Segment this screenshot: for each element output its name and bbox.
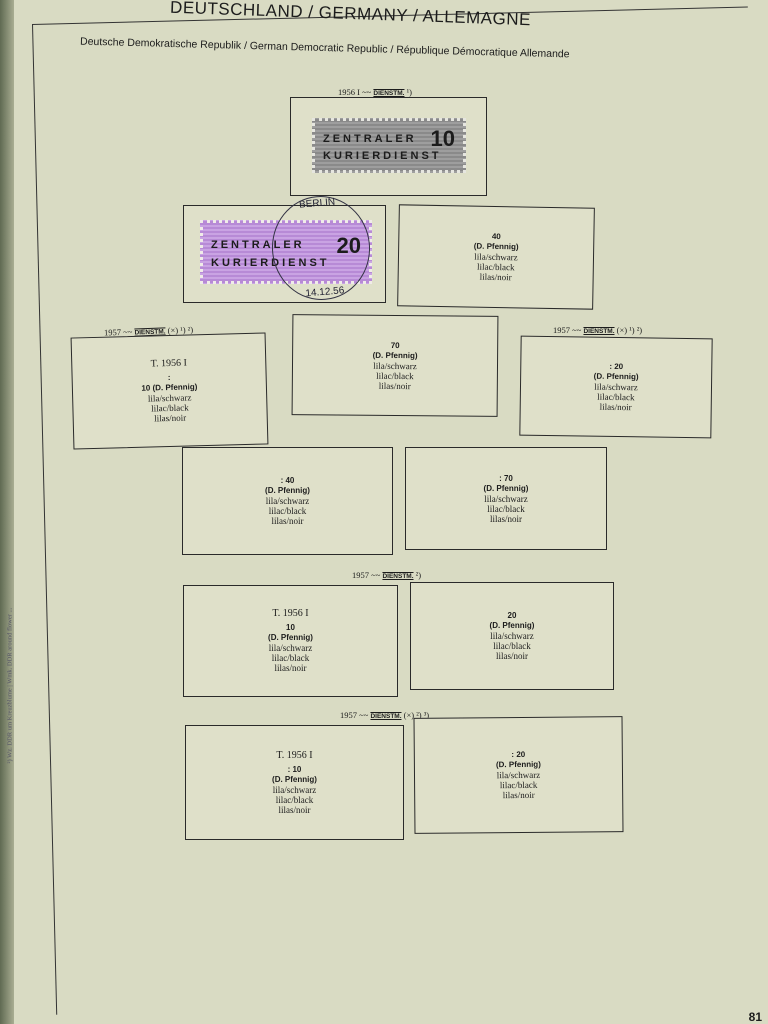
slot-line: 40 <box>491 231 501 242</box>
slot-line: (D. Pfennig) <box>489 621 535 630</box>
section-label: 1957 ~~ DIENSTM. (×) ²) ³) <box>340 710 429 720</box>
label-year: 1957 ~~ <box>340 710 371 720</box>
slot-line: lilas/noir <box>479 271 512 283</box>
slot-line: lilac/black <box>376 370 414 381</box>
postmark-city: BERLIN <box>298 196 336 211</box>
slot-line: lila/schwarz <box>268 643 313 653</box>
slot-line: (D. Pfennig) <box>268 633 313 642</box>
slot-line: lilac/black <box>476 261 515 273</box>
slot-type: T. 1956 I <box>276 749 313 761</box>
slot-line: : 10 <box>287 764 302 774</box>
slot-line: : 70 <box>499 473 513 483</box>
slot-line: lilas/noir <box>271 516 304 526</box>
stamp-value: 20 <box>336 232 361 258</box>
slot-line: lilas/noir <box>378 380 411 391</box>
slot-line: lila/schwarz <box>272 784 317 795</box>
label-overprint: DIENSTM. <box>370 713 402 720</box>
slot-line: (D. Pfennig) <box>495 759 541 770</box>
slot-line: lilas/noir <box>502 789 535 801</box>
slot-line: lilac/black <box>487 503 525 514</box>
stamp-20-lilac: ZENTRALER 20 KURIERDIENST <box>200 220 372 284</box>
stamp-text: ZENTRALER <box>323 132 417 145</box>
stamp-10-gray: ZENTRALER 10 KURIERDIENST <box>312 118 466 173</box>
stamp-text: KURIERDIENST <box>323 150 442 162</box>
slot-line: lilac/black <box>271 653 310 663</box>
slot-line: lila/schwarz <box>496 769 541 781</box>
slot-line: : 40 <box>280 476 295 485</box>
slot-line: lilas/noir <box>154 412 187 424</box>
stamp-row: ZENTRALER 20 <box>211 232 361 258</box>
label-notes: (×) ²) ³) <box>401 710 430 720</box>
slot-line: lilas/noir <box>490 513 522 524</box>
slot-line: lilac/black <box>597 391 635 403</box>
slot-line: : 20 <box>609 361 624 372</box>
slot-line: lila/schwarz <box>594 381 638 393</box>
section-label: 1957 ~~ DIENSTM. ²) <box>352 570 421 580</box>
page-number: 81 <box>748 1010 762 1024</box>
slot-line: (D. Pfennig) <box>265 486 310 495</box>
slot-line: lilas/noir <box>274 663 307 673</box>
slot-line: (D. Pfennig) <box>593 371 639 382</box>
slot-line: lilas/noir <box>496 651 528 661</box>
slot-line: 70 <box>390 340 400 350</box>
label-notes: (×) ¹) ²) <box>614 325 643 335</box>
slot-line: 10 <box>286 623 295 632</box>
slot-line: lilac/black <box>493 641 531 651</box>
label-overprint: DIENSTM. <box>583 328 615 335</box>
slot-line: : 20 <box>511 749 526 760</box>
section-label: 1956 I ~~ DIENSTM. ¹) <box>338 87 412 97</box>
section-label: 1957 ~~ DIENSTM. (×) ¹) ²) <box>553 325 642 335</box>
slot-line: lilac/black <box>275 794 314 805</box>
slot-line: (D. Pfennig) <box>372 350 418 360</box>
slot-type: T. 1956 I <box>150 357 188 370</box>
label-overprint: DIENSTM. <box>373 90 405 97</box>
slot-line: lila/schwarz <box>265 496 310 506</box>
slot-line: lilas/noir <box>278 804 311 815</box>
slot-line: lilac/black <box>499 779 538 791</box>
slot-line: lila/schwarz <box>484 493 528 504</box>
stamp-row: ZENTRALER 10 <box>323 128 455 150</box>
slot-line: 20 <box>507 611 517 620</box>
label-year: 1956 I ~~ <box>338 87 374 97</box>
slot-line: lila/schwarz <box>373 360 417 371</box>
stamp-text: ZENTRALER <box>211 239 305 251</box>
label-overprint: DIENSTM. <box>382 573 414 580</box>
label-year: 1957 ~~ <box>553 325 584 335</box>
slot-line: lilas/noir <box>599 401 632 413</box>
footnote: ²) Wz. DDR um Kreuzblume | Wmk. DDR arou… <box>6 607 14 764</box>
label-notes: ¹) <box>404 87 412 97</box>
slot-type: T. 1956 I <box>272 608 309 619</box>
slot-line: lilac/black <box>268 506 307 516</box>
slot-line: (D. Pfennig) <box>272 774 317 784</box>
stamp-text: KURIERDIENST <box>211 256 330 269</box>
slot-line: : <box>167 372 171 383</box>
slot-line: lila/schwarz <box>490 631 534 641</box>
label-year: 1957 ~~ <box>352 570 383 580</box>
label-notes: ²) <box>413 570 422 580</box>
stamp-value: 10 <box>430 126 455 151</box>
slot-line: (D. Pfennig) <box>483 483 529 493</box>
album-binding-edge <box>0 0 14 1024</box>
